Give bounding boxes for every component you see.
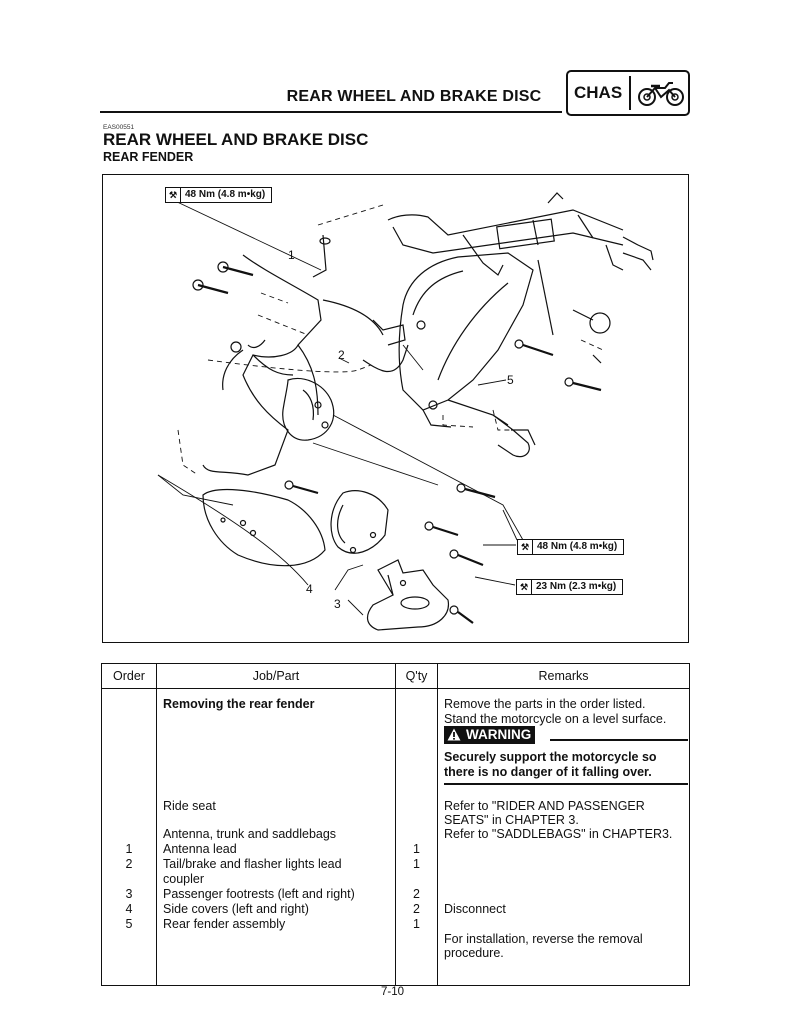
part-name: Passenger footrests (left and right) bbox=[163, 887, 355, 901]
section-subtitle: REAR FENDER bbox=[103, 150, 194, 164]
torque-wrench-icon: ⚒ bbox=[166, 188, 181, 202]
remark-line: SEATS" in CHAPTER 3. bbox=[444, 813, 579, 827]
exploded-view-diagram bbox=[157, 192, 654, 631]
motorcycle-icon bbox=[638, 82, 684, 106]
order-column: 1 2 3 4 5 bbox=[101, 688, 157, 986]
job-title: Removing the rear fender bbox=[163, 697, 315, 711]
callout-label: 1 bbox=[288, 248, 295, 262]
section-tab-divider bbox=[629, 76, 631, 110]
page-number: 7-10 bbox=[381, 986, 405, 998]
torque-spec: ⚒48 Nm (4.8 m•kg) bbox=[517, 539, 625, 555]
part-name: Side covers (left and right) bbox=[163, 902, 309, 916]
order-value: 1 bbox=[125, 842, 133, 856]
part-name: Tail/brake and flasher lights lead bbox=[163, 857, 342, 871]
column-header-remarks: Remarks bbox=[437, 663, 690, 689]
remark-line: Stand the motorcycle on a level surface. bbox=[444, 712, 667, 726]
warning-badge: WARNING bbox=[444, 726, 536, 744]
qty-value: 1 bbox=[413, 917, 420, 931]
qty-column: 1 1 2 2 1 bbox=[395, 688, 438, 986]
callout-label: 2 bbox=[338, 348, 345, 362]
table-body-row: 1 2 3 4 5 Removing the rear fender Ride … bbox=[101, 688, 690, 986]
table-header-row: Order Job/Part Q'ty Remarks bbox=[101, 663, 690, 689]
header-title: REAR WHEEL AND BRAKE DISC bbox=[286, 88, 542, 105]
order-value: 5 bbox=[125, 917, 133, 931]
remark-line: Refer to "SADDLEBAGS" in CHAPTER3. bbox=[444, 827, 673, 841]
qty-value: 2 bbox=[413, 902, 420, 916]
torque-wrench-icon: ⚒ bbox=[518, 540, 533, 554]
torque-spec: ⚒48 Nm (4.8 m•kg) bbox=[165, 187, 273, 203]
qty-value: 1 bbox=[413, 857, 420, 871]
warning-text: Securely support the motorcycle so bbox=[444, 750, 657, 764]
remark-line: procedure. bbox=[444, 946, 504, 960]
remarks-column: Remove the parts in the order listed. St… bbox=[437, 688, 690, 986]
part-name: Ride seat bbox=[163, 799, 216, 813]
header-rule bbox=[100, 111, 562, 113]
diagram-frame bbox=[102, 174, 689, 643]
procedure-table: Order Job/Part Q'ty Remarks 1 2 3 4 5 Re… bbox=[101, 663, 690, 986]
job-part-column: Removing the rear fender Ride seat Anten… bbox=[156, 688, 396, 986]
callout-label: 4 bbox=[306, 582, 313, 596]
remark-line: Refer to "RIDER AND PASSENGER bbox=[444, 799, 645, 813]
part-name: Antenna, trunk and saddlebags bbox=[163, 827, 337, 841]
column-header-job-part: Job/Part bbox=[156, 663, 396, 689]
column-header-qty: Q'ty bbox=[395, 663, 438, 689]
remark-line: Remove the parts in the order listed. bbox=[444, 697, 646, 711]
torque-spec: ⚒23 Nm (2.3 m•kg) bbox=[516, 579, 624, 595]
part-name: Rear fender assembly bbox=[163, 917, 286, 931]
order-value: 3 bbox=[125, 887, 133, 901]
column-header-order: Order bbox=[101, 663, 157, 689]
callout-label: 3 bbox=[334, 597, 341, 611]
torque-wrench-icon: ⚒ bbox=[517, 580, 532, 594]
section-code: CHAS bbox=[574, 83, 623, 102]
order-value: 2 bbox=[125, 857, 133, 871]
order-value: 4 bbox=[125, 902, 133, 916]
remark-line: For installation, reverse the removal bbox=[444, 932, 643, 946]
qty-value: 1 bbox=[413, 842, 420, 856]
remark-line: Disconnect bbox=[444, 902, 506, 916]
part-name: Antenna lead bbox=[163, 842, 237, 856]
page-title: REAR WHEEL AND BRAKE DISC bbox=[103, 130, 369, 149]
part-name-continued: coupler bbox=[163, 872, 204, 886]
warning-text: there is no danger of it falling over. bbox=[444, 765, 652, 779]
warning-rule bbox=[444, 783, 688, 785]
document-code: EAS00551 bbox=[103, 124, 135, 131]
section-tab bbox=[566, 70, 690, 116]
warning-triangle-icon bbox=[447, 728, 461, 741]
warning-rule bbox=[550, 739, 688, 741]
callout-label: 5 bbox=[507, 373, 514, 387]
qty-value: 2 bbox=[413, 887, 420, 901]
warning-label: WARNING bbox=[466, 727, 532, 742]
